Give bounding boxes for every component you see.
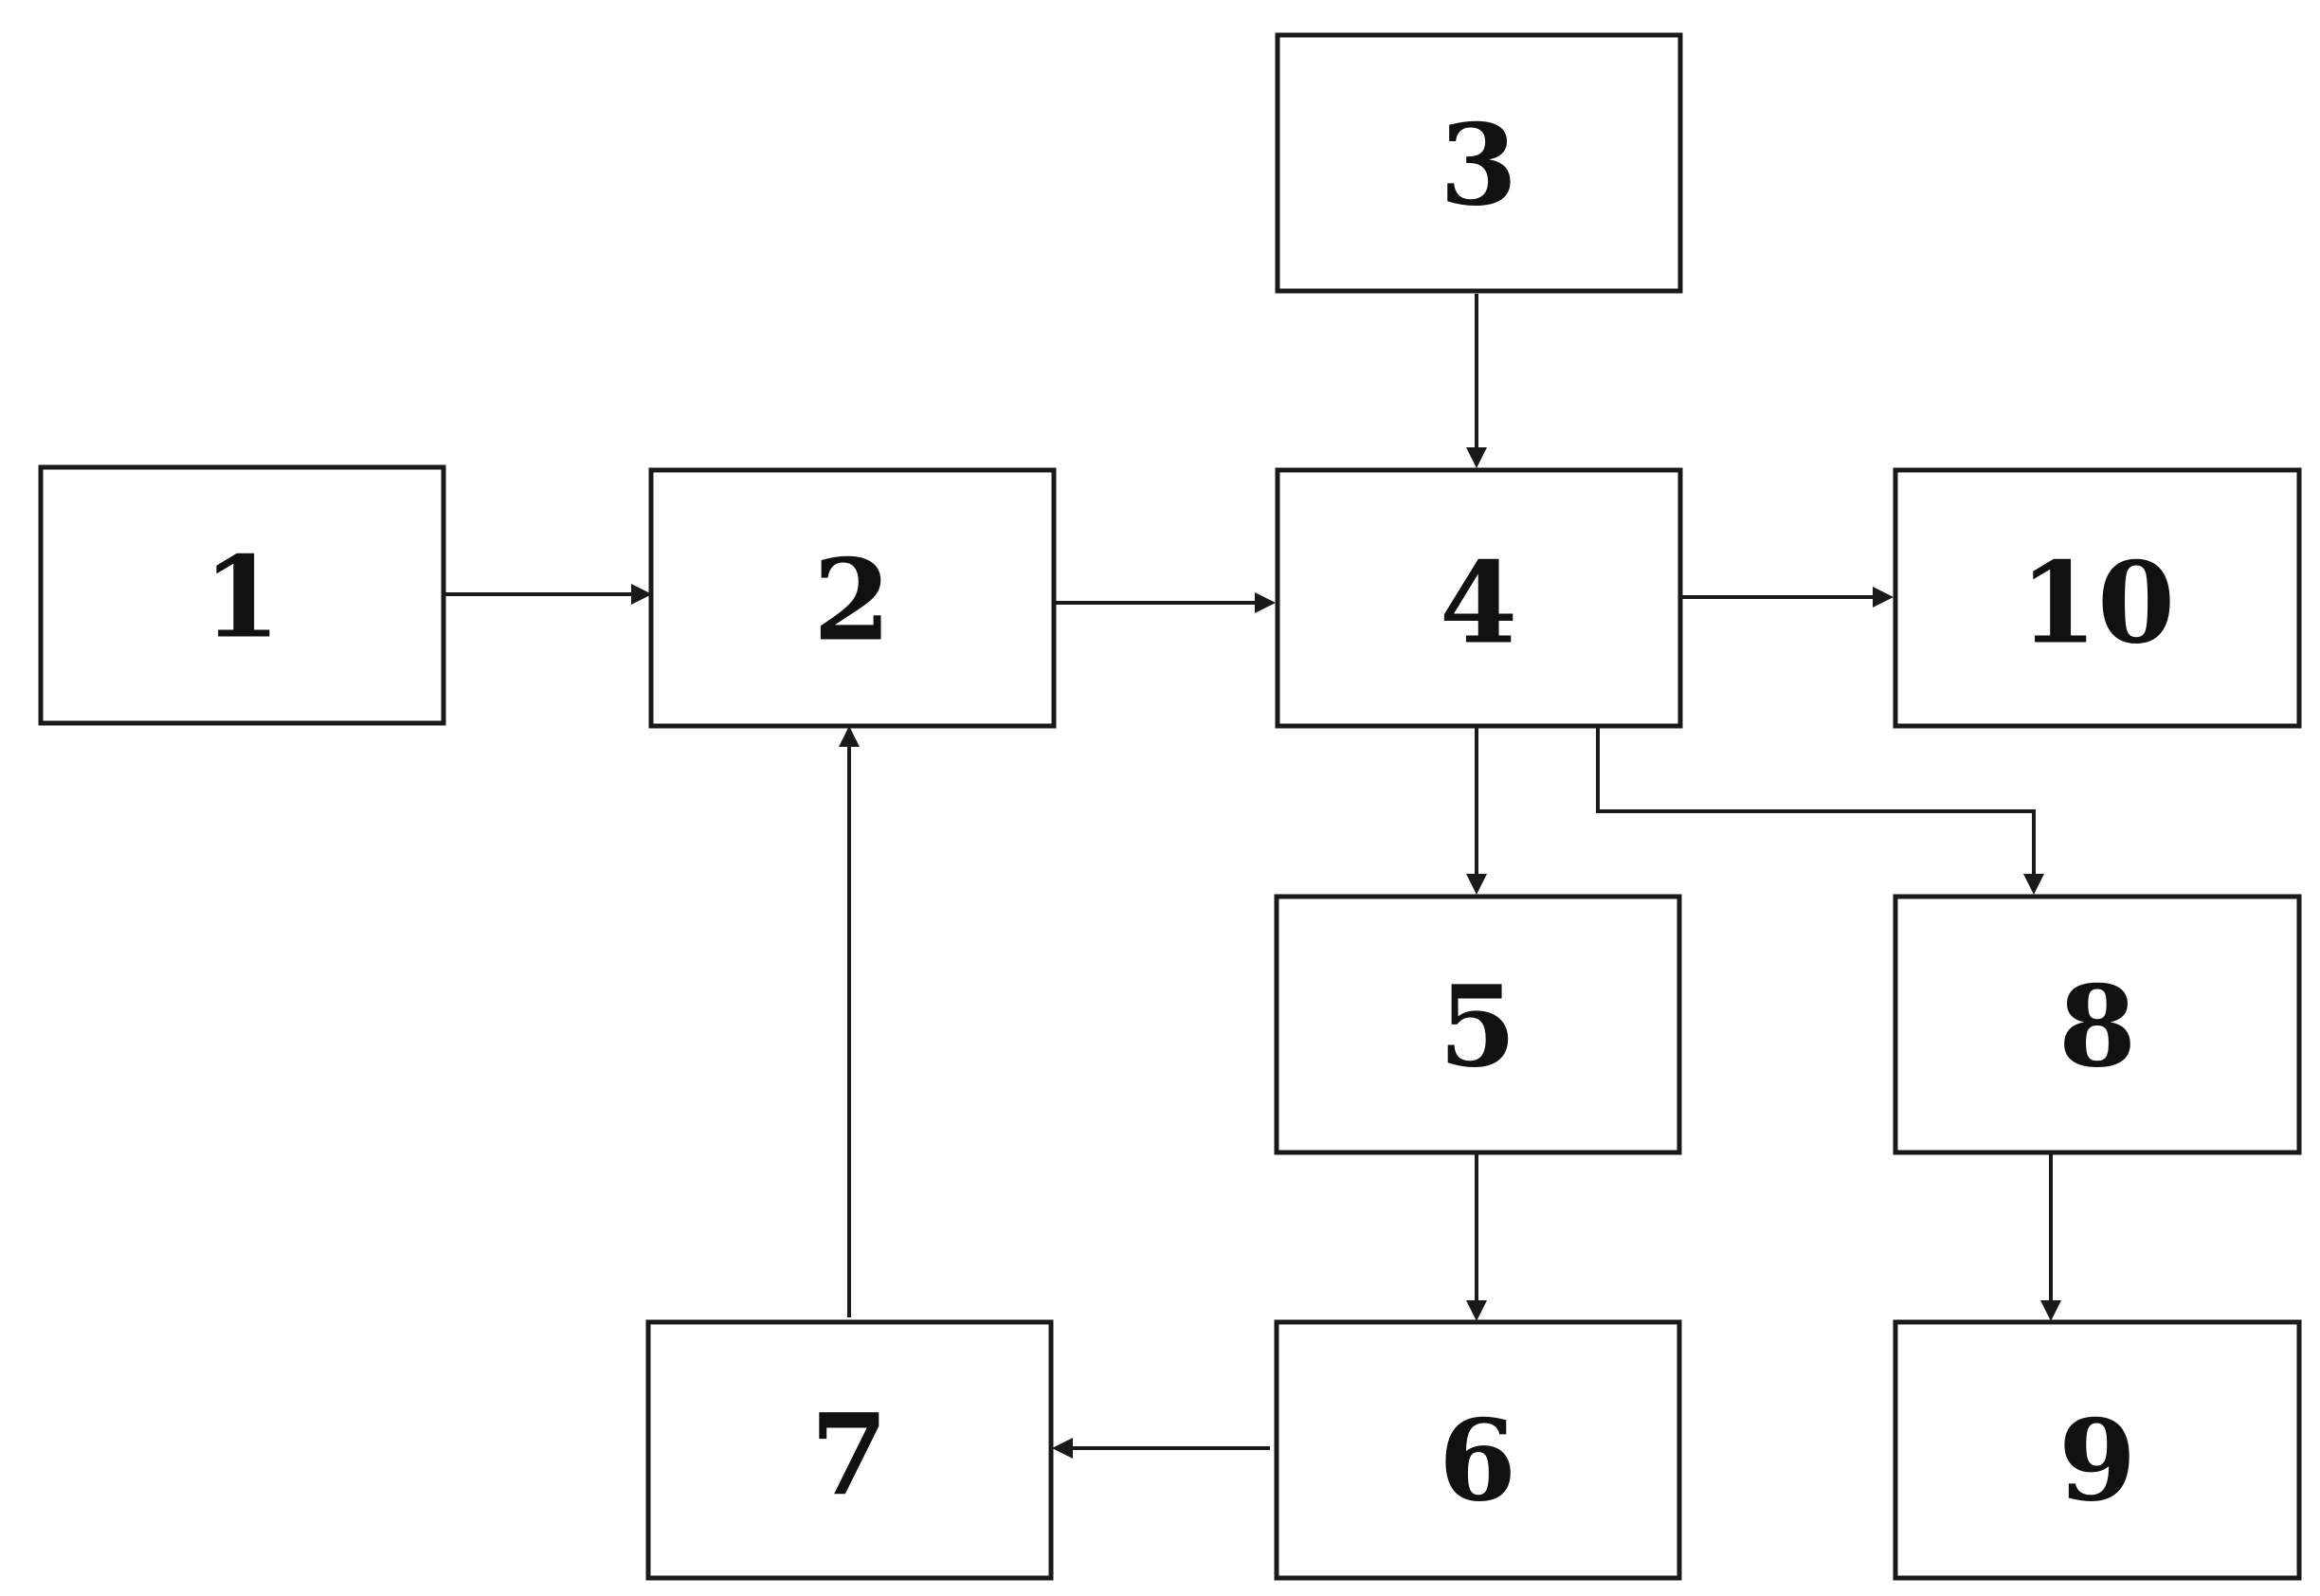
- block-5-label: 5: [1439, 961, 1516, 1093]
- block-9-label: 9: [2058, 1395, 2136, 1527]
- block-8-label: 8: [2058, 961, 2136, 1093]
- block-9: 9: [1893, 1319, 2302, 1581]
- block-4: 4: [1275, 467, 1683, 729]
- connector-4-to-8: [1596, 726, 2044, 895]
- connector-4-to-5: [1466, 726, 1487, 895]
- block-4-label: 4: [1440, 537, 1517, 669]
- connector-3-to-4: [1466, 294, 1487, 468]
- block-10-label: 10: [2020, 537, 2175, 669]
- block-7: 7: [645, 1319, 1054, 1581]
- connector-8-to-9: [2040, 1152, 2061, 1321]
- connector-4-to-10: [1681, 587, 1894, 608]
- block-1: 1: [38, 464, 446, 726]
- block-7-label: 7: [810, 1389, 888, 1521]
- block-8: 8: [1893, 894, 2302, 1155]
- block-3-label: 3: [1440, 100, 1517, 231]
- block-5: 5: [1274, 894, 1682, 1155]
- block-2-label: 2: [813, 535, 891, 666]
- connector-5-to-6: [1466, 1152, 1487, 1321]
- block-6: 6: [1274, 1319, 1682, 1581]
- connectors: [445, 294, 2061, 1459]
- connector-2-to-4: [1054, 592, 1276, 613]
- block-3: 3: [1275, 32, 1683, 294]
- block-6-label: 6: [1439, 1395, 1516, 1527]
- connector-1-to-2: [445, 584, 652, 605]
- block-1-label: 1: [203, 532, 281, 663]
- connector-6-to-7: [1052, 1438, 1270, 1459]
- connector-7-to-2: [839, 726, 860, 1317]
- block-2: 2: [648, 467, 1057, 729]
- block-10: 10: [1893, 467, 2302, 729]
